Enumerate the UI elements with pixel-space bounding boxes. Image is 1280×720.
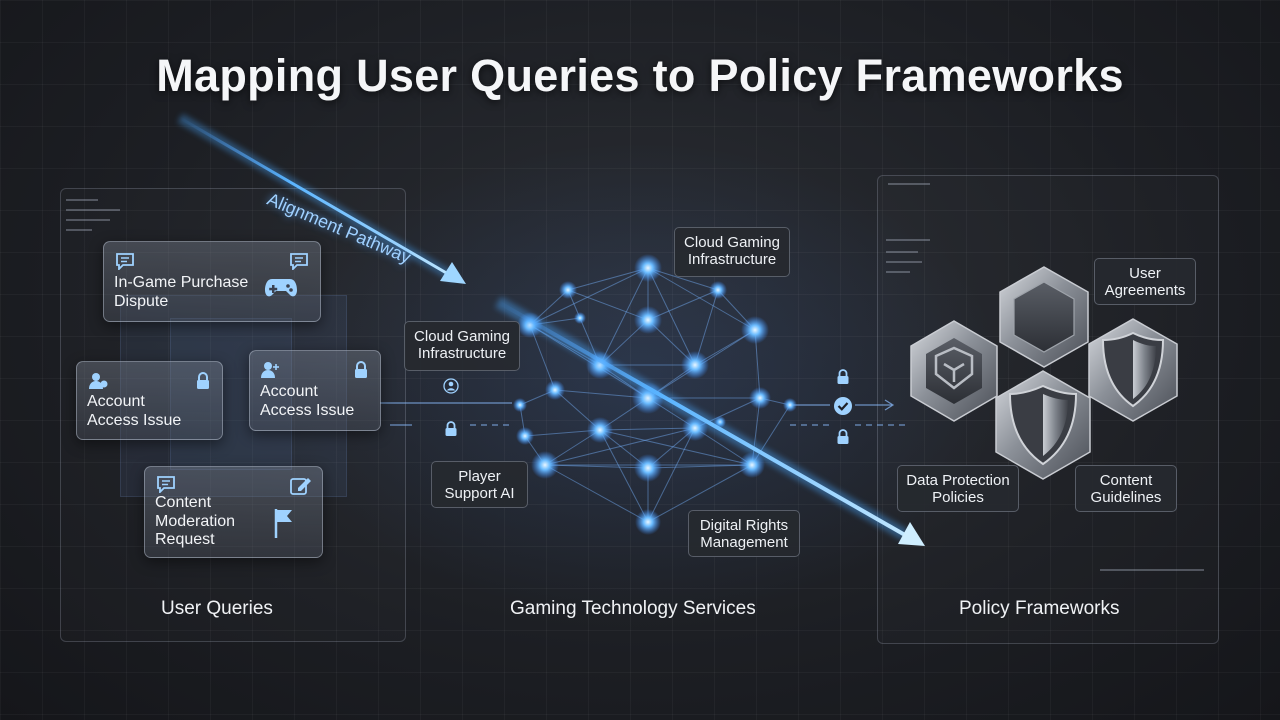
user-icon <box>261 362 279 378</box>
query-card-account-access[interactable]: Account Access Issue <box>249 350 381 431</box>
service-label-player-support: Player Support AI <box>431 461 528 508</box>
section-label-services: Gaming Technology Services <box>510 598 756 619</box>
hexagon-icon <box>910 320 998 422</box>
policy-label-content-guidelines: Content Guidelines <box>1075 465 1177 512</box>
service-label-cloud-gaming: Cloud Gaming Infrastructure <box>674 227 790 277</box>
user-icon <box>443 378 459 394</box>
check-icon <box>834 397 852 415</box>
query-card-account-access[interactable]: Account Access Issue <box>76 361 223 440</box>
query-card-content-moderation[interactable]: Content Moderation Request <box>144 466 323 558</box>
flag-icon <box>274 509 292 538</box>
lock-icon <box>197 372 209 389</box>
page-title: Mapping User Queries to Policy Framework… <box>156 50 1124 101</box>
query-backplate <box>170 318 292 470</box>
query-card-label: Content Moderation Request <box>155 494 236 548</box>
query-backplate <box>120 295 347 497</box>
gamepad-icon <box>265 279 297 297</box>
lock-icon <box>355 361 367 378</box>
lock-icon <box>837 429 849 444</box>
chat-bubble-icon <box>290 253 308 270</box>
chat-bubble-icon <box>157 476 175 493</box>
query-card-label: Account Access Issue <box>87 393 182 429</box>
hexagon-icon <box>999 266 1089 368</box>
policy-frameworks-panel <box>877 175 1219 644</box>
shield-icon <box>1088 318 1178 422</box>
policy-label-data-protection: Data Protection Policies <box>897 465 1019 512</box>
query-card-label: Account Access Issue <box>260 383 355 419</box>
shield-icon <box>995 370 1091 480</box>
lock-icon <box>837 369 849 384</box>
policy-label-user-agreements: User Agreements <box>1094 258 1196 305</box>
query-card-purchase-dispute[interactable]: In-Game Purchase Dispute <box>103 241 321 322</box>
user-queries-panel <box>60 188 406 642</box>
section-label-user-queries: User Queries <box>161 598 273 619</box>
lock-icon <box>445 421 457 436</box>
service-label-cloud-gaming: Cloud Gaming Infrastructure <box>404 321 520 371</box>
user-icon <box>89 373 108 389</box>
chat-bubble-icon <box>116 253 134 270</box>
service-label-digital-rights: Digital Rights Management <box>688 510 800 557</box>
edit-icon <box>290 478 311 495</box>
section-label-policy-frameworks: Policy Frameworks <box>959 598 1120 619</box>
query-card-label: In-Game Purchase Dispute <box>114 274 249 310</box>
